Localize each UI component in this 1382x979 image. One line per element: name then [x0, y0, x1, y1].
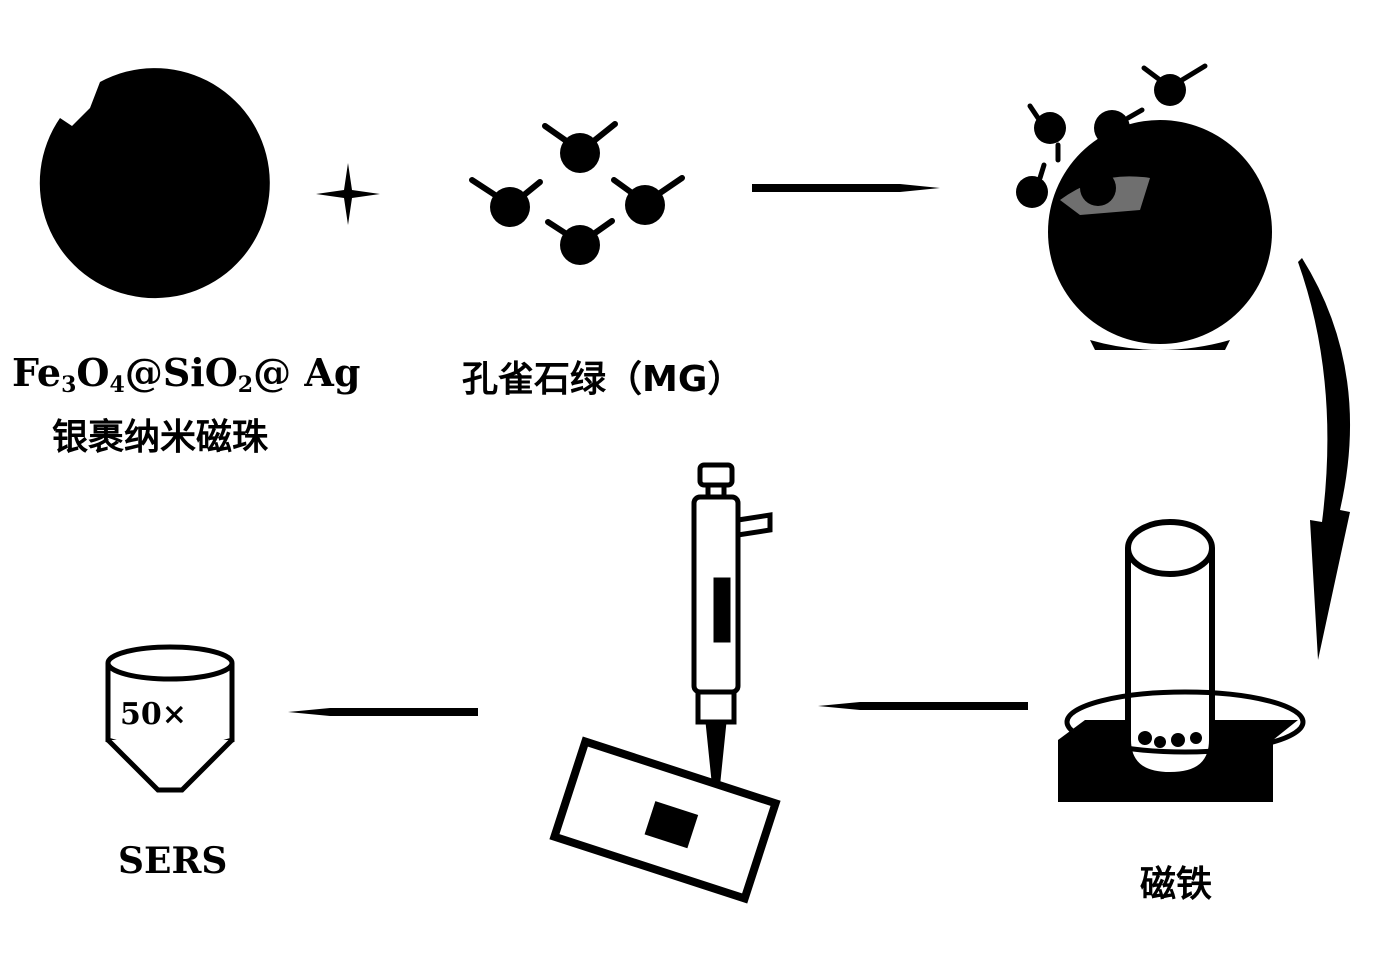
magnetic-bead-icon	[39, 68, 270, 299]
sers-label: SERS	[118, 840, 228, 882]
mg-label: 孔雀石绿（MG）	[462, 359, 744, 400]
pipette-icon	[691, 462, 773, 801]
bead-name-label: 银裹纳米磁珠	[52, 417, 269, 458]
mg-molecule-icon	[542, 121, 618, 173]
mg-molecule-icon	[545, 218, 615, 265]
mg-molecule-icon	[469, 177, 543, 227]
arrow-right-icon	[752, 184, 940, 192]
arrow-left-icon	[288, 708, 478, 716]
bead-with-mg-icon	[1016, 63, 1272, 350]
test-tube-magnet-icon	[1058, 519, 1306, 802]
objective-magnification-label: 50×	[120, 697, 187, 732]
curved-arrow-icon	[1298, 258, 1351, 660]
mg-molecule-icon	[611, 175, 685, 225]
magnet-label: 磁铁	[1140, 864, 1213, 905]
objective-lens-icon	[105, 644, 235, 793]
arrow-left-icon	[818, 702, 1028, 710]
plus-icon	[316, 163, 380, 225]
mg-molecules-icon	[469, 121, 685, 265]
bead-formula-label: Fe3O4@SiO2@ Ag	[12, 350, 361, 398]
glass-slide-icon	[549, 736, 781, 904]
